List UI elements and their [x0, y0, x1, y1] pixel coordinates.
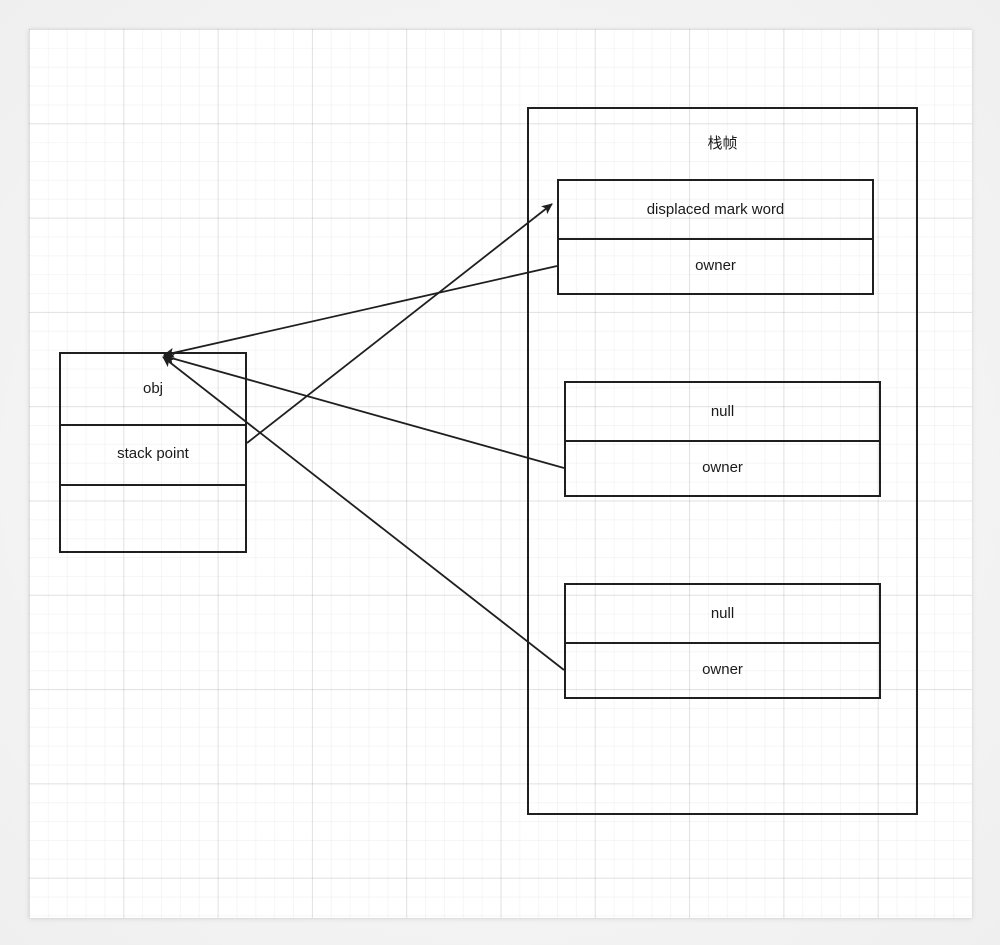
lock-record-1-divider — [559, 238, 872, 240]
lock-record-3-row-null-label: null — [710, 604, 735, 622]
lock-record-2-row-null-label: null — [710, 402, 735, 420]
lock-record-3-divider — [566, 642, 879, 644]
lock-record-3-row-null[interactable]: null — [566, 585, 879, 642]
lock-record-3-box[interactable]: null owner — [564, 583, 881, 699]
stack-frame-title: 栈帧 — [707, 135, 738, 152]
object-header-cell-empty[interactable] — [61, 484, 245, 551]
lock-record-1-row-displaced-mark-word[interactable]: displaced mark word — [559, 181, 872, 238]
object-header-divider-1 — [61, 424, 245, 426]
lock-record-2-divider — [566, 440, 879, 442]
lock-record-1-row-owner[interactable]: owner — [559, 238, 872, 293]
lock-record-2-row-null[interactable]: null — [566, 383, 879, 440]
lock-record-2-row-owner-label: owner — [702, 458, 743, 476]
lock-record-2-box[interactable]: null owner — [564, 381, 881, 497]
object-header-cell-obj-label: obj — [142, 380, 164, 397]
lock-record-3-row-owner-label: owner — [702, 660, 743, 678]
object-header-box[interactable]: obj stack point — [59, 352, 247, 553]
stack-frame-box[interactable]: 栈帧 — [527, 107, 918, 815]
object-header-cell-stack-point-label: stack point — [117, 445, 189, 462]
object-header-cell-stack-point[interactable]: stack point — [61, 424, 245, 484]
lock-record-1-row-owner-label: owner — [695, 256, 736, 274]
object-header-cell-obj[interactable]: obj — [61, 354, 245, 424]
lock-record-1-row-displaced-mark-word-label: displaced mark word — [646, 200, 785, 218]
object-header-divider-2 — [61, 484, 245, 486]
lock-record-2-row-owner[interactable]: owner — [566, 440, 879, 495]
lock-record-3-row-owner[interactable]: owner — [566, 642, 879, 697]
lock-record-1-box[interactable]: displaced mark word owner — [557, 179, 874, 295]
